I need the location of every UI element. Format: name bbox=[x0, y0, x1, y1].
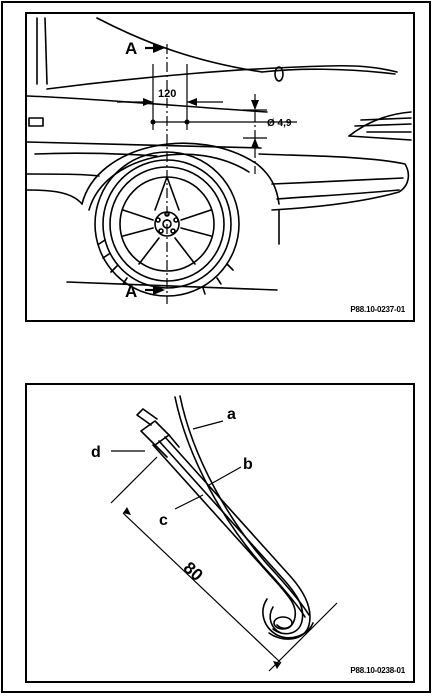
document-frame: A A 120 Ø 4,9 P88.10-0237-01 bbox=[1, 1, 431, 693]
figure-top-panel: A A 120 Ø 4,9 P88.10-0237-01 bbox=[25, 12, 415, 322]
label-d: d bbox=[91, 444, 101, 461]
diameter-label: Ø 4,9 bbox=[267, 118, 292, 129]
car-rear-drawing: A A 120 Ø 4,9 bbox=[27, 17, 412, 304]
label-b: b bbox=[243, 456, 253, 473]
dimension-80-label: 80 bbox=[180, 558, 207, 585]
figure-bottom-code: P88.10-0238-01 bbox=[350, 666, 405, 675]
figure-bottom-panel: a b c d 80 P88.10-0238-01 bbox=[25, 383, 415, 683]
section-label-a-bottom: A bbox=[125, 282, 137, 301]
dimension-120-label: 120 bbox=[158, 88, 176, 100]
section-label-a-top: A bbox=[125, 39, 137, 58]
label-c: c bbox=[159, 512, 168, 529]
cable-assembly-drawing: a b c d 80 bbox=[91, 395, 338, 672]
figure-top-code: P88.10-0237-01 bbox=[350, 305, 405, 314]
label-a: a bbox=[227, 406, 236, 423]
